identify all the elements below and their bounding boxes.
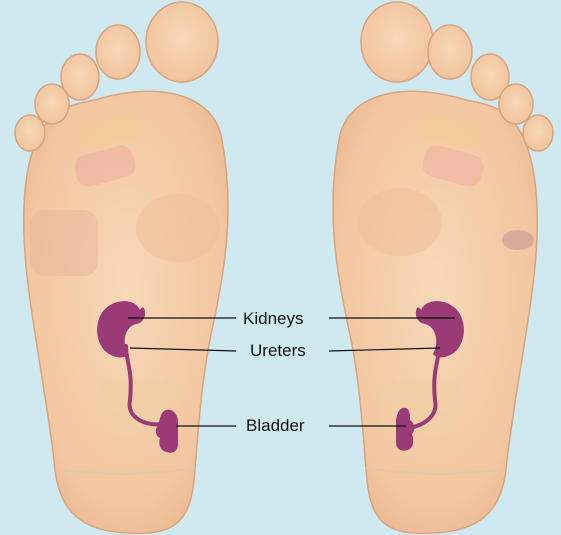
- left-big-toe: [146, 2, 218, 82]
- left-zone-4: [136, 194, 220, 262]
- right-foot: [333, 2, 553, 533]
- kidneys-label: Kidneys: [243, 310, 303, 327]
- right-toe-4: [499, 84, 533, 124]
- right-toe-2: [428, 25, 472, 79]
- right-zone-4: [502, 230, 534, 250]
- right-big-toe: [361, 2, 433, 82]
- left-foot: [15, 2, 228, 533]
- left-toe-2: [96, 25, 140, 79]
- left-toe-4: [35, 84, 69, 124]
- right-zone-5: [380, 380, 460, 440]
- left-zone-3: [30, 210, 98, 276]
- ureters-label: Ureters: [250, 342, 306, 359]
- right-toe-5: [523, 115, 553, 151]
- bladder-label: Bladder: [246, 417, 305, 434]
- left-toe-5: [15, 115, 45, 151]
- right-zone-3: [358, 188, 442, 256]
